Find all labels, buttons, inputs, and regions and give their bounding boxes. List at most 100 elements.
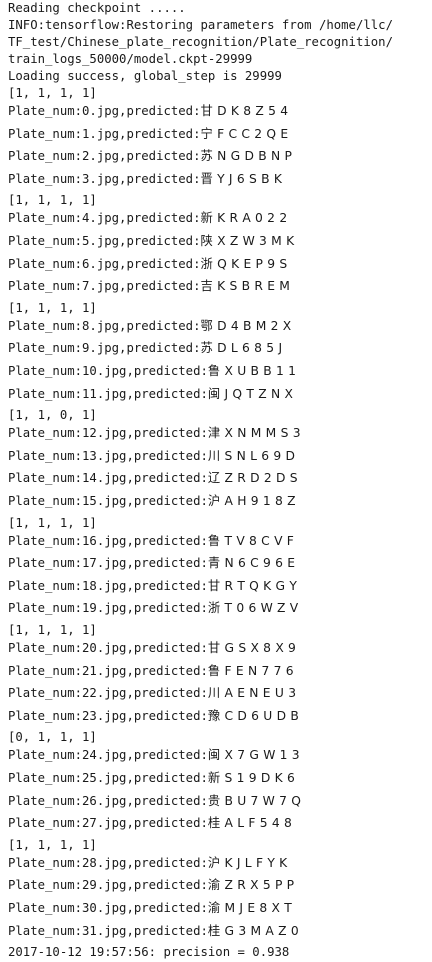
predicted-plate: 鲁 T V 8 C V F [207, 533, 295, 548]
predicted-plate: 苏 D L 6 8 5 J [200, 341, 283, 356]
prediction-row: Plate_num:13.jpg,predicted:川 S N L 6 9 D [8, 447, 295, 466]
prediction-row: Plate_num:21.jpg,predicted:鲁 F E N 7 7 6 [8, 662, 294, 681]
prediction-filename: Plate_num:5.jpg,predicted: [8, 234, 201, 248]
predicted-plate: 沪 A H 9 1 8 Z [207, 494, 296, 508]
log-header-line: Loading success, global_step is 29999 [8, 69, 282, 83]
prediction-filename: Plate_num:24.jpg,predicted: [8, 748, 208, 763]
prediction-filename: Plate_num:19.jpg,predicted: [8, 601, 208, 616]
prediction-row: Plate_num:15.jpg,predicted:沪 A H 9 1 8 Z [8, 492, 296, 511]
batch-flags: [1, 1, 1, 1] [8, 623, 97, 637]
prediction-row: Plate_num:27.jpg,predicted:桂 A L F 5 4 8 [8, 814, 292, 833]
batch-flags: [1, 1, 1, 1] [8, 837, 97, 852]
prediction-row: Plate_num:17.jpg,predicted:青 N 6 C 9 6 E [8, 554, 295, 573]
prediction-filename: Plate_num:1.jpg,predicted: [8, 126, 201, 141]
log-header-line: train_logs_50000/model.ckpt-29999 [8, 52, 253, 66]
predicted-plate: 新 S 1 9 D K 6 [207, 771, 296, 785]
prediction-filename: Plate_num:13.jpg,predicted: [8, 448, 208, 463]
prediction-row: Plate_num:14.jpg,predicted:辽 Z R D 2 D S [8, 469, 298, 488]
prediction-row: Plate_num:22.jpg,predicted:川 A E N E U 3 [8, 684, 296, 703]
prediction-row: Plate_num:8.jpg,predicted:鄂 D 4 B M 2 X [8, 317, 291, 336]
prediction-filename: Plate_num:14.jpg,predicted: [8, 471, 208, 486]
prediction-row: Plate_num:28.jpg,predicted:沪 K J L F Y K [8, 854, 287, 873]
prediction-filename: Plate_num:29.jpg,predicted: [8, 878, 208, 893]
prediction-filename: Plate_num:7.jpg,predicted: [8, 279, 201, 294]
prediction-filename: Plate_num:12.jpg,predicted: [8, 426, 208, 441]
prediction-filename: Plate_num:17.jpg,predicted: [8, 556, 208, 571]
predicted-plate: 苏 N G D B N P [200, 149, 293, 164]
prediction-filename: Plate_num:11.jpg,predicted: [8, 386, 208, 401]
prediction-row: Plate_num:31.jpg,predicted:桂 G 3 M A Z 0 [8, 922, 299, 941]
prediction-row: Plate_num:3.jpg,predicted:晋 Y J 6 S B K [8, 170, 282, 189]
predicted-plate: 鲁 F E N 7 7 6 [207, 663, 294, 678]
prediction-filename: Plate_num:18.jpg,predicted: [8, 578, 208, 593]
prediction-filename: Plate_num:16.jpg,predicted: [8, 533, 208, 548]
predicted-plate: 浙 T 0 6 W Z V [207, 601, 299, 616]
prediction-row: Plate_num:4.jpg,predicted:新 K R A 0 2 2 [8, 209, 287, 228]
log-header-line: TF_test/Chinese_plate_recognition/Plate_… [8, 35, 393, 49]
prediction-row: Plate_num:2.jpg,predicted:苏 N G D B N P [8, 147, 292, 166]
predicted-plate: 鲁 X U B B 1 1 [207, 364, 297, 378]
prediction-row: Plate_num:30.jpg,predicted:渝 M J E 8 X T [8, 899, 292, 918]
prediction-filename: Plate_num:0.jpg,predicted: [8, 104, 201, 118]
prediction-row: Plate_num:0.jpg,predicted:甘 D K 8 Z 5 4 [8, 102, 288, 121]
prediction-filename: Plate_num:3.jpg,predicted: [8, 171, 201, 186]
predicted-plate: 川 A E N E U 3 [207, 686, 297, 701]
prediction-row: Plate_num:1.jpg,predicted:宁 F C C 2 Q E [8, 125, 288, 144]
batch-flags: [0, 1, 1, 1] [8, 730, 97, 745]
predicted-plate: 辽 Z R D 2 D S [207, 471, 298, 486]
predicted-plate: 渝 Z R X 5 P P [207, 878, 295, 893]
prediction-filename: Plate_num:26.jpg,predicted: [8, 793, 208, 808]
prediction-filename: Plate_num:30.jpg,predicted: [8, 901, 208, 915]
prediction-row: Plate_num:23.jpg,predicted:豫 C D 6 U D B [8, 707, 299, 726]
predicted-plate: 晋 Y J 6 S B K [200, 171, 283, 186]
log-header-line: Reading checkpoint ..... [8, 1, 186, 15]
prediction-filename: Plate_num:9.jpg,predicted: [8, 341, 201, 356]
prediction-filename: Plate_num:4.jpg,predicted: [8, 211, 201, 226]
predicted-plate: 豫 C D 6 U D B [207, 708, 300, 723]
prediction-filename: Plate_num:23.jpg,predicted: [8, 708, 208, 723]
predicted-plate: 闽 X 7 G W 1 3 [207, 748, 300, 763]
log-header-line: INFO:tensorflow:Restoring parameters fro… [8, 18, 393, 32]
batch-flags: [1, 1, 1, 1] [8, 515, 97, 530]
batch-flags: [1, 1, 1, 1] [8, 193, 97, 208]
predicted-plate: 津 X N M M S 3 [207, 426, 301, 441]
prediction-filename: Plate_num:21.jpg,predicted: [8, 663, 208, 678]
prediction-filename: Plate_num:31.jpg,predicted: [8, 923, 208, 938]
predicted-plate: 贵 B U 7 W 7 Q [207, 793, 302, 808]
prediction-row: Plate_num:10.jpg,predicted:鲁 X U B B 1 1 [8, 362, 296, 381]
prediction-filename: Plate_num:22.jpg,predicted: [8, 686, 208, 701]
predicted-plate: 青 N 6 C 9 6 E [207, 556, 296, 571]
prediction-row: Plate_num:25.jpg,predicted:新 S 1 9 D K 6 [8, 769, 295, 788]
prediction-filename: Plate_num:25.jpg,predicted: [8, 771, 208, 785]
prediction-row: Plate_num:12.jpg,predicted:津 X N M M S 3 [8, 424, 301, 443]
predicted-plate: 桂 G 3 M A Z 0 [207, 923, 299, 938]
predicted-plate: 鄂 D 4 B M 2 X [200, 318, 292, 333]
predicted-plate: 川 S N L 6 9 D [207, 448, 296, 463]
batch-flags: [1, 1, 1, 1] [8, 86, 97, 100]
predicted-plate: 吉 K S B R E M [200, 279, 291, 294]
prediction-row: Plate_num:7.jpg,predicted:吉 K S B R E M [8, 277, 290, 296]
prediction-row: Plate_num:20.jpg,predicted:甘 G S X 8 X 9 [8, 639, 296, 658]
prediction-row: Plate_num:5.jpg,predicted:陕 X Z W 3 M K [8, 232, 294, 251]
predicted-plate: 浙 Q K E P 9 S [200, 256, 288, 271]
prediction-row: Plate_num:26.jpg,predicted:贵 B U 7 W 7 Q [8, 792, 301, 811]
predicted-plate: 甘 D K 8 Z 5 4 [200, 104, 289, 118]
predicted-plate: 桂 A L F 5 4 8 [207, 816, 293, 831]
batch-flags: [1, 1, 1, 1] [8, 300, 97, 315]
prediction-row: Plate_num:11.jpg,predicted:闽 J Q T Z N X [8, 385, 293, 404]
prediction-filename: Plate_num:8.jpg,predicted: [8, 318, 201, 333]
predicted-plate: 甘 R T Q K G Y [207, 578, 298, 593]
prediction-filename: Plate_num:10.jpg,predicted: [8, 364, 208, 378]
prediction-filename: Plate_num:20.jpg,predicted: [8, 641, 208, 655]
predicted-plate: 陕 X Z W 3 M K [200, 234, 295, 248]
prediction-row: Plate_num:24.jpg,predicted:闽 X 7 G W 1 3 [8, 746, 300, 765]
prediction-filename: Plate_num:27.jpg,predicted: [8, 816, 208, 831]
predicted-plate: 宁 F C C 2 Q E [200, 126, 289, 141]
prediction-row: Plate_num:9.jpg,predicted:苏 D L 6 8 5 J [8, 339, 282, 358]
predicted-plate: 闽 J Q T Z N X [207, 386, 294, 401]
prediction-filename: Plate_num:6.jpg,predicted: [8, 256, 201, 271]
prediction-row: Plate_num:18.jpg,predicted:甘 R T Q K G Y [8, 577, 297, 596]
log-footer-line: 2017-10-12 19:57:56: precision = 0.938 [8, 945, 290, 960]
prediction-row: Plate_num:19.jpg,predicted:浙 T 0 6 W Z V [8, 599, 298, 618]
